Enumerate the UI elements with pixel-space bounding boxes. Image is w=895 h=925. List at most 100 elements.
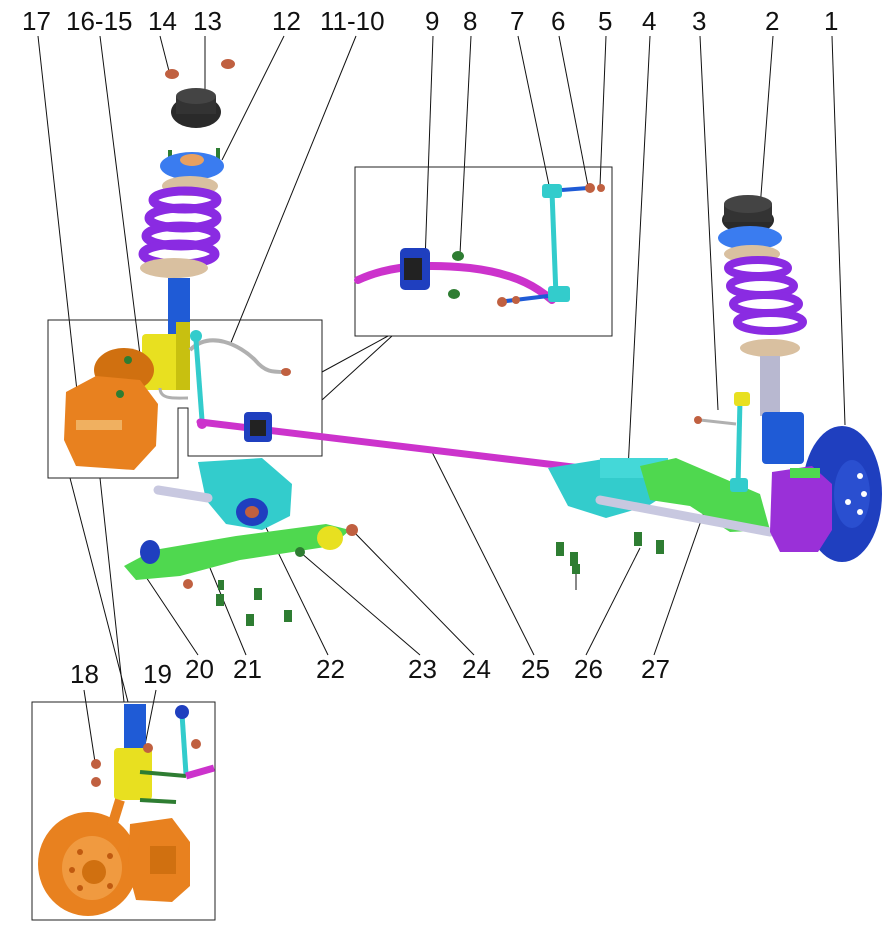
detail-knuckle-arm [107, 798, 125, 828]
leader-1 [831, 35, 846, 426]
callout-26: 26 [574, 654, 603, 684]
right-brake-hose-fitting [694, 416, 702, 424]
right-caliper-bracket [790, 468, 820, 478]
detail-bolt-horizontal [139, 770, 187, 778]
right-wheel-studs [845, 473, 867, 515]
detail-bolt-lower [448, 289, 460, 299]
detail-link-top-ball [175, 705, 189, 719]
detail-link-bolt [561, 186, 589, 192]
brake-hose-lower [158, 387, 189, 400]
left-strut-assembly [64, 59, 291, 470]
callout-17: 17 [22, 6, 51, 36]
detail-frames [31, 166, 613, 921]
brake-detail-frame [31, 701, 216, 921]
left-caliper-bolt-1 [116, 390, 124, 398]
leader-8 [459, 35, 472, 255]
right-link-top [734, 392, 750, 406]
leader-12 [221, 35, 285, 161]
strut-knuckle-bracket-shadow [176, 322, 190, 390]
right-brake-caliper [770, 466, 832, 552]
detail-link-bottom [548, 286, 570, 302]
callout-11-10: 11-10 [320, 6, 385, 36]
right-stabilizer-link [735, 399, 743, 487]
strut-top-nut-left [165, 69, 179, 79]
left-lower-control-arm [124, 524, 350, 580]
leader-6 [558, 35, 589, 187]
left-arm-nut-24 [346, 524, 358, 536]
detail-bolt-horizontal-2 [139, 798, 177, 804]
strut-detail-frame [47, 319, 323, 479]
detail-lower-nut [497, 297, 507, 307]
callout-23: 23 [408, 654, 437, 684]
callout-3: 3 [692, 6, 706, 36]
leader-24 [351, 529, 475, 656]
left-caliper-marking [76, 420, 122, 430]
detail-bushing-core [404, 258, 422, 280]
right-lateral-link [595, 495, 775, 537]
stabilizer-detail-connector-b [321, 335, 393, 401]
leader-17 [37, 35, 79, 401]
right-damper-tube [760, 356, 780, 416]
stabilizer-detail-frame [354, 166, 613, 337]
right-bump-stop-top [724, 195, 772, 213]
stabilizer-bushing-left-core [250, 420, 266, 436]
detail-nut-upper [191, 739, 201, 749]
callout-8: 8 [463, 6, 477, 36]
right-link-bottom [730, 478, 748, 492]
subframe-and-arms [124, 458, 775, 626]
leader-5 [599, 35, 607, 187]
callout-16-15: 16-15 [66, 6, 133, 36]
callout-14: 14 [148, 6, 177, 36]
brake-detail [38, 704, 215, 916]
right-brake-hose [699, 418, 737, 426]
left-subframe-mount [198, 458, 292, 530]
leader-19 [144, 689, 157, 746]
callout-7: 7 [510, 6, 524, 36]
callout-22: 22 [316, 654, 345, 684]
brake-hose [188, 338, 286, 374]
detail-link-vertical [179, 713, 189, 775]
detail-nut-side [143, 743, 153, 753]
leader-16-15 [99, 35, 141, 356]
loose-bolts-26 [556, 532, 664, 574]
leader-20 [139, 567, 199, 656]
strut-upper-mount-center [180, 154, 204, 166]
callout-9: 9 [425, 6, 439, 36]
detail-link-top [542, 184, 562, 198]
stabilizer-detail [354, 183, 605, 307]
leader-18 [83, 689, 96, 763]
leader-4 [627, 35, 651, 471]
left-subframe-bushing-core [245, 506, 259, 518]
callout-21: 21 [233, 654, 262, 684]
leader-inset-a [69, 477, 129, 703]
left-arm-ball-joint [140, 540, 160, 564]
leader-inset-b [99, 477, 125, 703]
right-upper-mount [718, 226, 782, 250]
detail-stabilizer-stub [185, 764, 215, 780]
loose-bolts-21 [216, 580, 292, 626]
callout-27: 27 [641, 654, 670, 684]
leader-9 [424, 35, 434, 263]
stabilizer-detail-connector-a [321, 335, 389, 373]
left-arm-bushing [317, 526, 343, 550]
leader-26 [585, 547, 641, 656]
detail-lower-washer [512, 296, 520, 304]
leader-7 [517, 35, 551, 191]
detail-strut-tube [124, 704, 146, 752]
left-lateral-link [153, 485, 213, 503]
detail-link-nut-5 [597, 184, 605, 192]
leader-14 [159, 35, 171, 76]
right-strut-spring [724, 256, 807, 335]
left-stabilizer-link-top [190, 330, 202, 342]
right-lower-control-arm [640, 458, 770, 532]
callout-19: 19 [143, 659, 172, 689]
leader-21 [209, 567, 247, 656]
strut-bump-stop-top [176, 88, 216, 104]
detail-link-rod [549, 191, 559, 297]
detail-brake-hub [82, 860, 106, 884]
callout-6: 6 [551, 6, 565, 36]
detail-caliper-slot [150, 846, 176, 874]
right-strut-assembly [694, 195, 882, 562]
leader-11-10 [229, 35, 357, 346]
